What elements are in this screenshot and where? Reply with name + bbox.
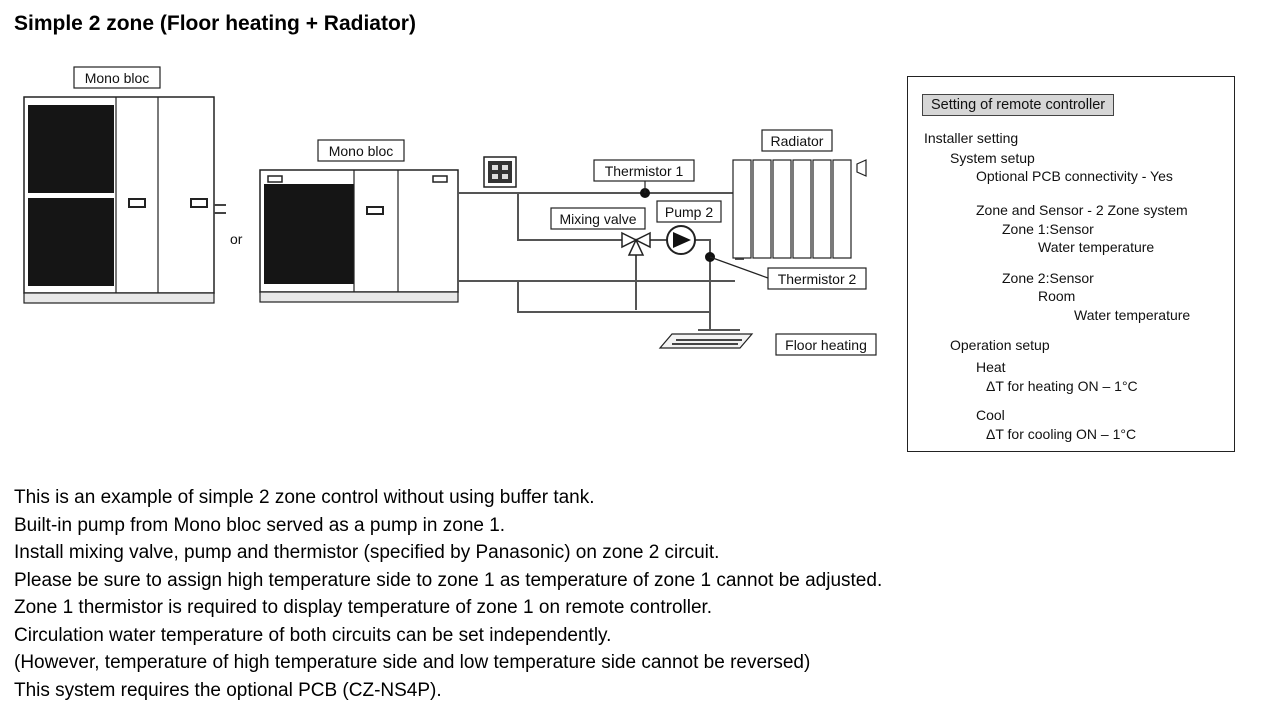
floor-heating-label-box: [775, 333, 877, 356]
settings-line: Optional PCB connectivity - Yes: [976, 168, 1173, 184]
thermistor1-label-box: [593, 159, 695, 182]
mixing-valve-label: Mixing valve: [559, 211, 636, 227]
pump2-icon: [666, 225, 696, 255]
system-diagram: Mono bloc or Mono bloc: [23, 66, 877, 356]
monobloc-large-label-box: [73, 66, 161, 89]
description-line: This system requires the optional PCB (C…: [14, 679, 442, 701]
pump2-label: Pump 2: [665, 204, 713, 220]
radiator-label-box: [761, 129, 833, 152]
radiator-label: Radiator: [771, 133, 824, 149]
description-line: Please be sure to assign high temperatur…: [14, 569, 883, 591]
page-title: Simple 2 zone (Floor heating + Radiator): [14, 12, 416, 35]
or-label: or: [230, 231, 243, 247]
monobloc-large-unit: [23, 96, 226, 304]
floor-heating-icon: [658, 333, 754, 349]
mixing-valve-icon: [621, 231, 651, 256]
monobloc-large-label: Mono bloc: [85, 70, 150, 86]
remote-controller-settings-panel: Setting of remote controller Installer s…: [907, 76, 1235, 452]
description-line: Built-in pump from Mono bloc served as a…: [14, 514, 506, 536]
settings-line: Room: [1038, 288, 1076, 304]
settings-line: Heat: [976, 359, 1006, 375]
settings-line: Zone 2:Sensor: [1002, 270, 1094, 286]
settings-line: Water temperature: [1074, 307, 1191, 323]
settings-line: Zone and Sensor - 2 Zone system: [976, 202, 1188, 218]
thermistor2-label: Thermistor 2: [778, 271, 857, 287]
settings-line: Operation setup: [950, 337, 1050, 353]
settings-line: ΔT for heating ON – 1°C: [986, 378, 1138, 394]
optional-pcb-icon: [483, 156, 517, 188]
settings-header: Setting of remote controller: [922, 94, 1115, 116]
piping: [458, 192, 744, 331]
description-line: This is an example of simple 2 zone cont…: [14, 487, 595, 508]
description-line: Circulation water temperature of both ci…: [14, 624, 612, 646]
settings-line: ΔT for cooling ON – 1°C: [986, 426, 1137, 442]
settings-line: Cool: [976, 407, 1005, 423]
floor-heating-label: Floor heating: [785, 337, 867, 353]
radiator-icon: [732, 159, 867, 259]
monobloc-small-unit: [259, 169, 459, 303]
description-line: (However, temperature of high temperatur…: [14, 652, 811, 673]
monobloc-small-label: Mono bloc: [329, 143, 394, 159]
settings-line: Installer setting: [924, 130, 1019, 146]
settings-line: System setup: [950, 150, 1035, 166]
pump2-label-box: [656, 200, 722, 223]
settings-line: Zone 1:Sensor: [1002, 221, 1094, 237]
settings-line: Water temperature: [1038, 239, 1155, 255]
monobloc-small-label-box: [317, 139, 405, 162]
mixing-valve-label-box: [550, 207, 646, 230]
thermistor2-label-box: [767, 267, 867, 290]
thermistor1-label: Thermistor 1: [605, 163, 684, 179]
description-text: This is an example of simple 2 zone cont…: [14, 484, 882, 704]
description-line: Install mixing valve, pump and thermisto…: [14, 542, 720, 563]
description-line: Zone 1 thermistor is required to display…: [14, 597, 713, 618]
